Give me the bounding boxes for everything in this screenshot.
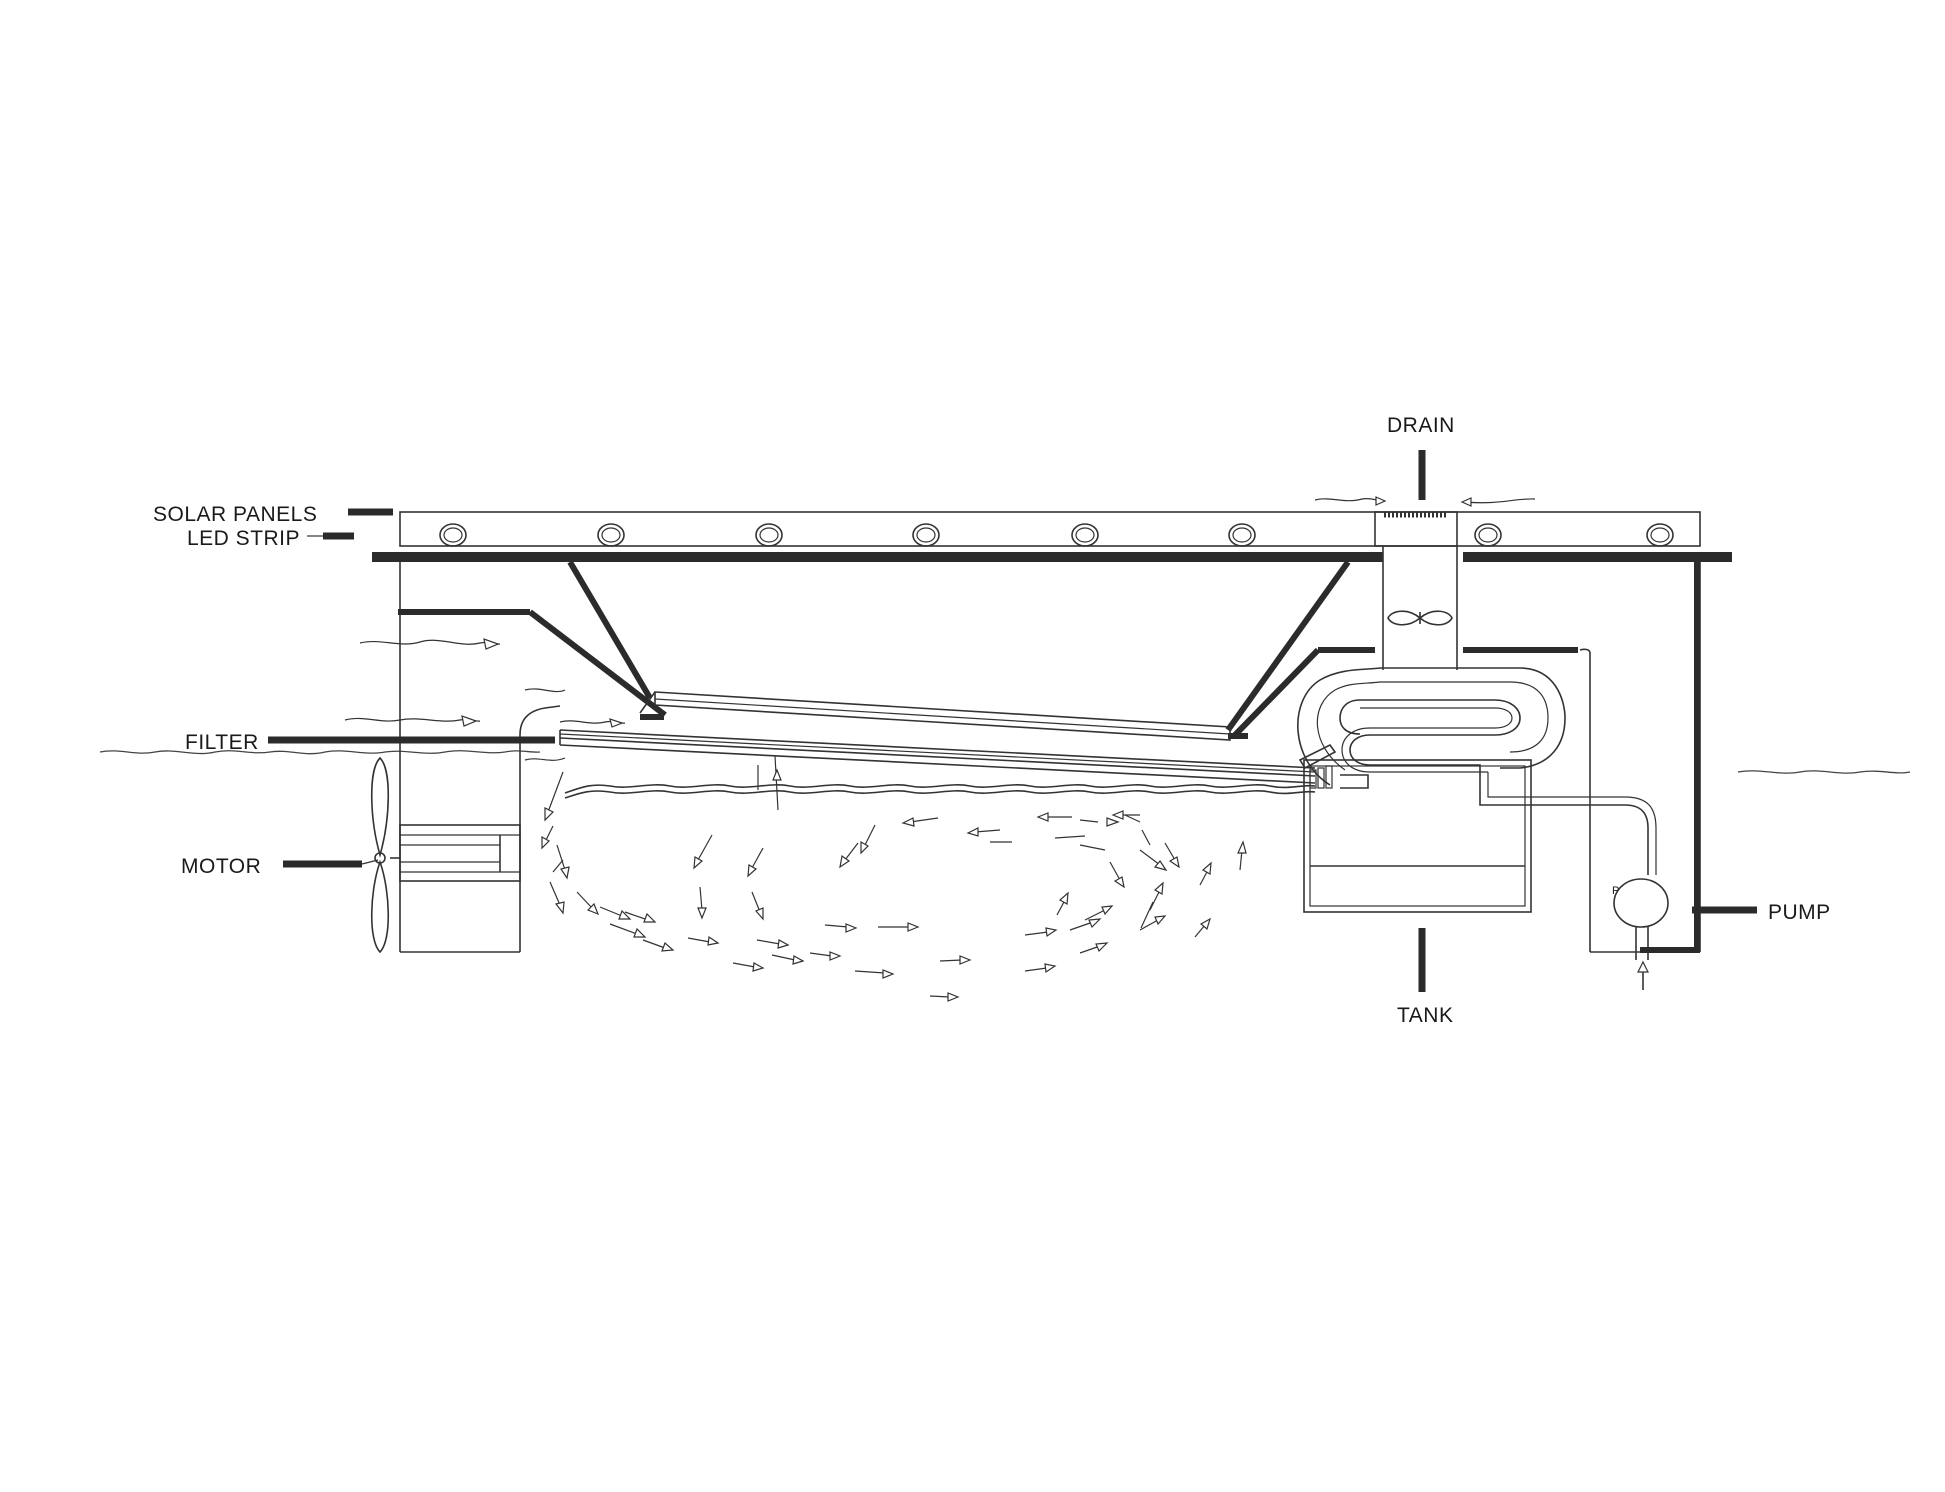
heat-exchanger (1297, 667, 1566, 786)
drain-channel (1382, 546, 1458, 670)
led-light (1071, 523, 1099, 547)
pump-symbol: P (1612, 885, 1620, 897)
led-lights (439, 523, 1674, 547)
drain-fan-icon (1387, 610, 1453, 626)
drain-inflow-left (1314, 497, 1386, 502)
led-light (1228, 523, 1256, 547)
circulation-arrows (541, 755, 1247, 1002)
label-tank: TANK (1397, 1004, 1453, 1027)
label-filter: FILTER (185, 731, 259, 754)
label-drain: DRAIN (1387, 414, 1455, 437)
water-surface-right (1737, 770, 1911, 774)
led-light (439, 523, 467, 547)
pump-power-line (1640, 560, 1700, 953)
led-light (755, 523, 783, 547)
collector-funnel (398, 560, 1578, 739)
skimmer-wave (564, 784, 1316, 794)
led-light (1474, 523, 1502, 547)
pump: P (1612, 878, 1669, 928)
motor-housing (390, 824, 521, 882)
led-light (912, 523, 940, 547)
pump-pipes (1479, 770, 1657, 960)
label-pump: PUMP (1768, 901, 1831, 924)
pump-icon (1613, 878, 1669, 928)
tank (1303, 759, 1532, 913)
water-surface-left (99, 750, 541, 755)
hull-outline (399, 562, 1701, 953)
led-light (597, 523, 625, 547)
label-solar-panels: SOLAR PANELS (153, 503, 317, 526)
propeller-icon (370, 756, 390, 954)
filter-plate (639, 691, 1231, 741)
label-led-strip: LED STRIP (187, 527, 300, 550)
drain-channel-top (1374, 511, 1458, 547)
led-light (1646, 523, 1674, 547)
label-motor: MOTOR (181, 855, 261, 878)
filter-inlet (559, 729, 1316, 784)
drain-inflow-right (1464, 498, 1536, 504)
solar-panel-strip (399, 511, 1701, 547)
inflow-arrows (344, 638, 626, 761)
